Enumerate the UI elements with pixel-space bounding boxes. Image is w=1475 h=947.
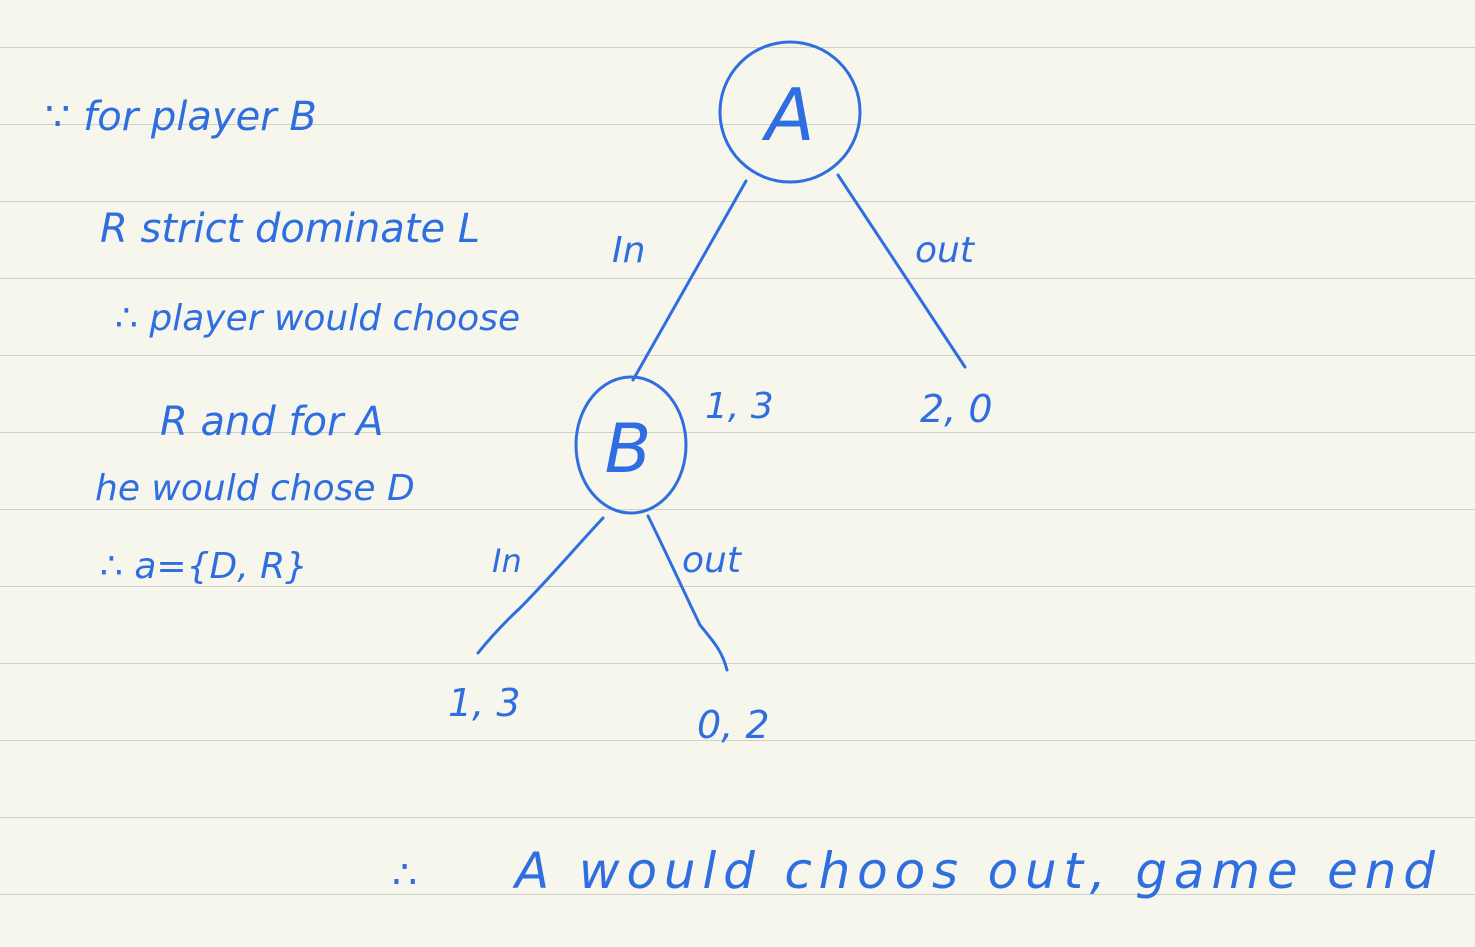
conclusion-symbol: ∴ <box>392 852 417 898</box>
edge-b-out-label: out <box>682 540 743 581</box>
ruled-line <box>0 124 1475 125</box>
ruled-line <box>0 894 1475 895</box>
ruled-line <box>0 586 1475 587</box>
ruled-line <box>0 509 1475 510</box>
ruled-line <box>0 278 1475 279</box>
payoff-a-in-mid: 1, 3 <box>705 386 774 427</box>
edge-a-in <box>631 179 748 382</box>
node-a-circle <box>718 40 862 184</box>
ruled-line <box>0 663 1475 664</box>
node-b-circle <box>574 375 688 515</box>
payoff-b-in: 1, 3 <box>448 681 521 725</box>
edge-a-in-label: In <box>612 230 645 271</box>
payoff-b-out: 0, 2 <box>697 703 770 747</box>
note-line-3: ∴ player would choose <box>115 298 520 339</box>
edge-a-out-label: out <box>915 230 976 271</box>
note-line-6: ∴ a={D, R} <box>100 546 308 587</box>
ruled-line <box>0 817 1475 818</box>
note-line-2: R strict dominate L <box>100 206 480 252</box>
ruled-line <box>0 355 1475 356</box>
ruled-line <box>0 201 1475 202</box>
conclusion-text: A would choos out, game end <box>512 842 1435 900</box>
edge-b-in <box>476 516 605 655</box>
node-b-label: B <box>605 410 652 489</box>
ruled-line <box>0 47 1475 48</box>
note-line-5: he would chose D <box>95 468 415 509</box>
edge-b-in-label: In <box>492 542 522 580</box>
node-a-label: A <box>761 73 814 157</box>
note-line-1: ∵ for player B <box>45 94 317 140</box>
edge-b-out <box>646 514 729 672</box>
edge-a-out <box>836 173 967 369</box>
payoff-a-out: 2, 0 <box>920 387 993 431</box>
ruled-line <box>0 740 1475 741</box>
note-line-4: R and for A <box>160 399 384 445</box>
ruled-line <box>0 432 1475 433</box>
